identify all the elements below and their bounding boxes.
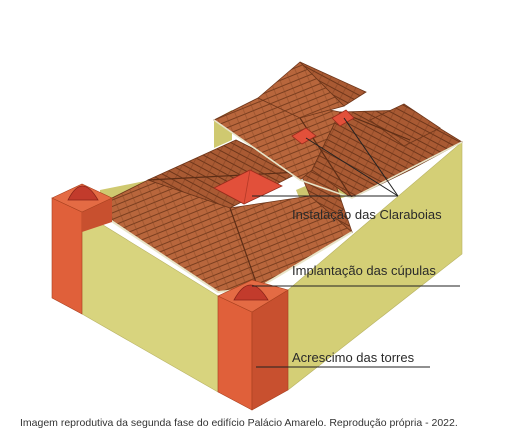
left-tower [51,183,113,315]
upper-roof-eave [213,119,463,199]
skylights [213,109,355,205]
leader-skylight-upper-2 [343,117,399,197]
front-dome [233,284,269,301]
front-tower-front [217,295,253,411]
lower-roof-ridge [147,171,301,181]
label-towers: Acrescimo das torres [292,350,415,365]
leader-lines [252,117,460,368]
skylight-upper-2 [331,109,355,127]
left-tower-side [82,198,112,232]
upper-roof-pyramid-right [299,61,367,107]
front-tower [217,279,289,411]
lower-roof [91,139,353,294]
label-skylights: Instalação das Claraboias [292,207,442,222]
lower-roof-hip [229,207,259,289]
label-domes: Implantação das cúpulas [292,263,436,278]
upper-roof-rear-block [369,103,441,147]
left-dome [67,185,99,201]
skylight-upper-1 [291,127,317,145]
leader-skylight-upper-1 [305,137,399,197]
left-tower-front [51,197,83,315]
figure-caption: Imagem reprodutiva da segunda fase do ed… [20,417,458,429]
upper-roof [213,61,463,199]
skylight-lower [213,169,283,205]
